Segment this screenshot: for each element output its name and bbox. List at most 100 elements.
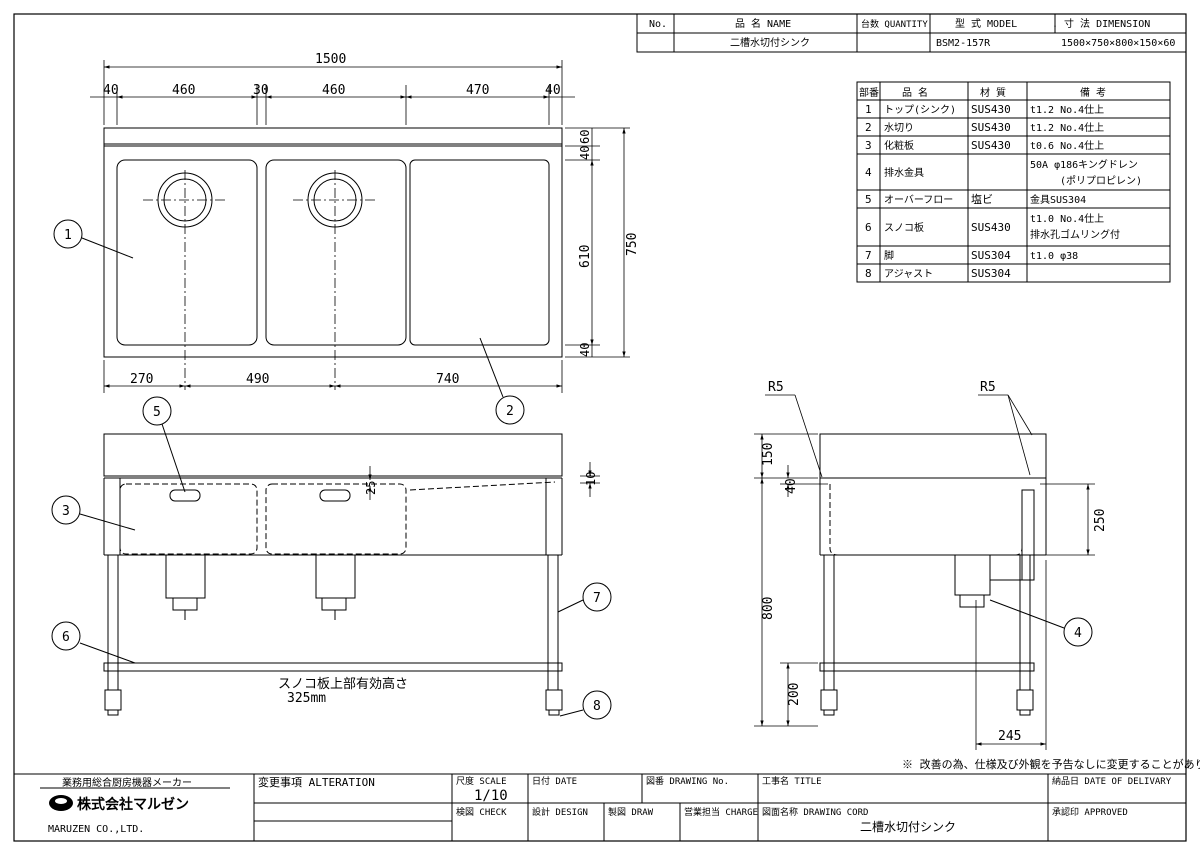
parts-header-3: 備 考 — [1080, 86, 1106, 99]
parts-row-note2: 排水孔ゴムリング付 — [1030, 228, 1120, 241]
delivery-label: 納品日 DATE OF DELIVARY — [1052, 775, 1172, 787]
scale-label: 尺度 SCALE — [456, 775, 507, 787]
alteration-label: 変更事項 ALTERATION — [258, 775, 375, 789]
callout-label-3: 3 — [62, 504, 70, 519]
dim-460-right: 460 — [322, 83, 345, 98]
dim-side-200: 200 — [787, 683, 802, 706]
dim-total-width: 1500 — [315, 52, 346, 67]
callout-label-5: 5 — [153, 405, 161, 420]
plan-drainboard — [409, 159, 550, 346]
draw-label: 製図 DRAW — [608, 806, 654, 818]
parts-row-name: 水切り — [884, 122, 914, 134]
plan-outline — [103, 127, 563, 358]
dim-side-800: 800 — [761, 597, 776, 620]
change-notice: ※ 改善の為、仕様及び外観を予告なしに変更することがあります。 — [902, 757, 1200, 771]
parts-table — [856, 81, 1171, 283]
callout-circle-6 — [51, 621, 81, 651]
company-logo — [49, 795, 73, 811]
callout-circle-3 — [51, 495, 81, 525]
dim-740: 740 — [436, 372, 459, 387]
front-view — [103, 433, 563, 716]
parts-row-material: SUS304 — [971, 267, 1011, 280]
title-block — [14, 773, 1186, 841]
approved-label: 承認印 APPROVED — [1052, 806, 1128, 818]
callout-circle-4 — [1063, 617, 1093, 647]
drawing-cord-value: 二槽水切付シンク — [860, 820, 956, 834]
parts-row-material: SUS430 — [971, 221, 1011, 234]
header-col-model: 型 式 MODEL — [955, 17, 1017, 30]
sheet-border — [13, 13, 1187, 842]
callout-label-7: 7 — [593, 591, 601, 606]
parts-row-note: 50A φ186キングドレン — [1030, 158, 1138, 171]
dim-30: 30 — [253, 83, 269, 98]
callout-label-1: 1 — [64, 228, 72, 243]
company-en: MARUZEN CO.,LTD. — [48, 824, 144, 835]
header-model: BSM2-157R — [936, 38, 991, 49]
dim-front-25: 25 — [364, 481, 378, 495]
header-col-qty: 台数 QUANTITY — [861, 18, 928, 30]
dim-side-250: 250 — [1093, 509, 1108, 532]
plan-view — [103, 127, 563, 358]
dim-r5-right: R5 — [980, 380, 996, 395]
plan-basin-right — [265, 159, 407, 346]
parts-row-material: 塩ビ — [971, 192, 993, 206]
header-table — [636, 13, 1187, 53]
parts-row-name: オーバーフロー — [884, 194, 953, 206]
parts-header-2: 材 質 — [980, 86, 1006, 99]
parts-row-no: 3 — [865, 139, 872, 152]
callout-label-6: 6 — [62, 630, 70, 645]
parts-row-no: 8 — [865, 267, 872, 280]
parts-row-no: 4 — [865, 166, 872, 179]
drawing-no-label: 図番 DRAWING No. — [646, 775, 729, 787]
dim-top-40: 40 — [578, 146, 592, 160]
parts-row-no: 5 — [865, 193, 872, 206]
callout-label-8: 8 — [593, 699, 601, 714]
header-col-name: 品 名 NAME — [735, 17, 791, 30]
parts-row-no: 1 — [865, 103, 872, 116]
check-label: 検図 CHECK — [456, 806, 507, 818]
callout-circle-8 — [582, 690, 612, 720]
parts-row-no: 2 — [865, 121, 872, 134]
parts-row-name: 排水金具 — [884, 166, 924, 179]
parts-header-0: 部番 — [859, 86, 879, 99]
design-label: 設計 DESIGN — [532, 806, 588, 818]
parts-row-note: t1.2 No.4仕上 — [1030, 121, 1104, 134]
drawing-cord-label: 図面名称 DRAWING CORD — [762, 806, 868, 818]
dim-side-245: 245 — [998, 729, 1021, 744]
parts-row-name: 脚 — [884, 249, 894, 262]
dim-side-40: 40 — [784, 478, 799, 494]
parts-row-material: SUS430 — [971, 121, 1011, 134]
parts-row-note: t0.6 No.4仕上 — [1030, 139, 1104, 152]
header-dimension: 1500×750×800×150×60 — [1061, 38, 1175, 49]
dim-610: 610 — [578, 245, 593, 268]
dim-40-left: 40 — [103, 83, 119, 98]
dim-460-left: 460 — [172, 83, 195, 98]
dim-270: 270 — [130, 372, 153, 387]
dim-front-10: 10 — [584, 472, 598, 486]
plan-basin-left — [116, 159, 258, 346]
sunoko-note-line2: 325mm — [287, 691, 326, 706]
scale-value: 1/10 — [474, 788, 508, 804]
parts-row-material: SUS304 — [971, 249, 1011, 262]
dim-40-right: 40 — [545, 83, 561, 98]
parts-row-note: 金具SUS304 — [1030, 193, 1086, 206]
parts-row-material: SUS430 — [971, 103, 1011, 116]
parts-row-name: アジャスト — [884, 269, 933, 280]
parts-row-note: t1.0 φ38 — [1030, 251, 1078, 262]
parts-row-note2: (ポリプロピレン) — [1060, 175, 1142, 187]
dim-470: 470 — [466, 83, 489, 98]
parts-row-material: SUS430 — [971, 139, 1011, 152]
callout-label-4: 4 — [1074, 626, 1082, 641]
header-product-name: 二槽水切付シンク — [730, 36, 810, 49]
parts-row-name: 化粧板 — [884, 139, 914, 152]
callout-circle-1 — [53, 219, 83, 249]
charge-label: 営業担当 CHARGE — [684, 806, 758, 818]
dim-bottom-40: 40 — [578, 343, 592, 357]
parts-row-name: スノコ板 — [884, 221, 924, 234]
callout-label-2: 2 — [506, 404, 514, 419]
date-label: 日付 DATE — [532, 776, 577, 787]
parts-row-note: t1.0 No.4仕上 — [1030, 212, 1104, 225]
maker-caption: 業務用総合厨房機器メーカー — [62, 776, 192, 789]
parts-header-1: 品 名 — [902, 86, 928, 99]
